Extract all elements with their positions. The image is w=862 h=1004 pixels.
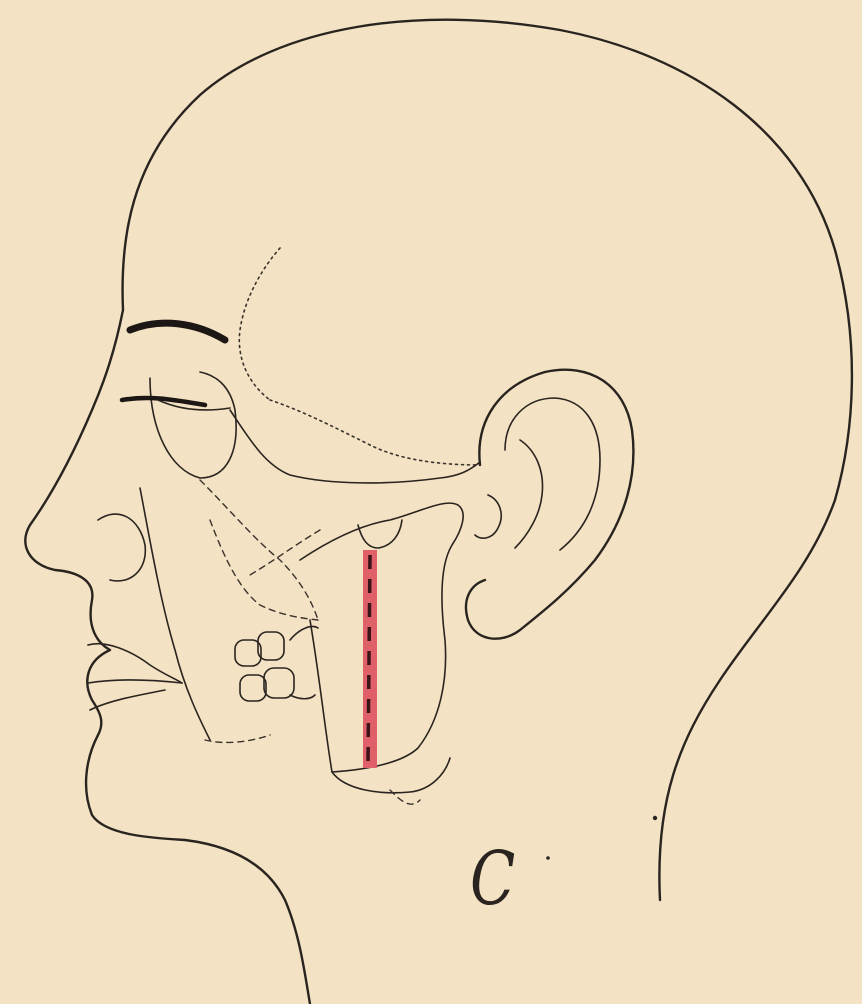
nerve-branch-upper bbox=[200, 480, 318, 620]
lower-lip bbox=[90, 690, 165, 710]
exposed-teeth bbox=[235, 627, 318, 702]
face-profile bbox=[25, 310, 310, 1004]
head-outline bbox=[123, 20, 852, 900]
nostril bbox=[98, 514, 145, 581]
zygomatic-arch-line bbox=[270, 400, 480, 465]
ear-helix-inner bbox=[505, 398, 600, 550]
lip-line bbox=[88, 680, 182, 683]
nasolabial-fold bbox=[140, 488, 210, 740]
ear-outer bbox=[466, 370, 633, 639]
eyebrow bbox=[130, 323, 225, 340]
mouth-commissure bbox=[205, 735, 270, 742]
gland-lobule bbox=[358, 520, 402, 548]
incision-dashes bbox=[368, 555, 370, 764]
ear-concha bbox=[515, 440, 543, 548]
ear-tragus bbox=[475, 495, 501, 538]
cheek-dashed-line bbox=[250, 530, 320, 575]
ink-speck bbox=[546, 856, 550, 860]
cheek-contour bbox=[230, 410, 480, 483]
eye-socket bbox=[150, 372, 236, 478]
masseter-outline bbox=[300, 503, 463, 772]
upper-lip bbox=[88, 644, 182, 683]
mandible-border bbox=[310, 620, 450, 793]
temporal-line bbox=[239, 248, 280, 400]
plate-letter-label: C bbox=[470, 842, 515, 916]
nerve-branch-lower bbox=[210, 520, 318, 620]
ink-speck bbox=[653, 816, 657, 820]
